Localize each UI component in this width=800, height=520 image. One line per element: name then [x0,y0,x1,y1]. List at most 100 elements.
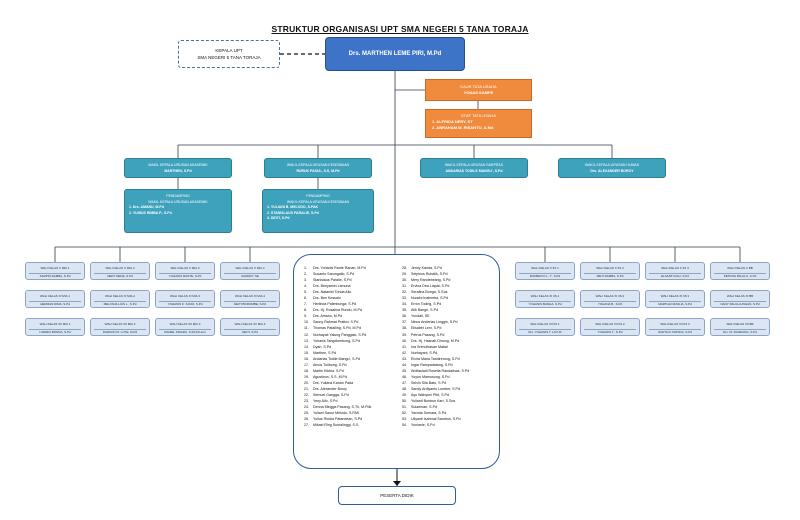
guru-name: Sandy Ardiyanto Lumber, S.Pd [411,386,460,391]
guru-name: Serafina Bunga, S.Sos [411,290,448,295]
staf-tu-member: 2. ABRAHAM M. RISANTO, A.Md [432,125,494,130]
guru-list-item: 25.Yuliani Sanur Melodo, S.PAK [304,410,371,416]
guru-name: Jenny Kanda, S.Pd [411,266,442,270]
guru-number: 21. [304,386,309,391]
tata-usaha-title: KAUR TATA USAHA [460,84,497,89]
guru-list-item: 37. Ninus Anderias Linggin, S.Pd [402,319,469,325]
guru-name: Drs. Ben Kessalo [313,296,341,301]
guru-number: 50. [402,399,407,404]
wali-kelas-name: SANTA R. PATADA, S.Pd [649,329,701,335]
guru-list-item: 41.Ina Srimulhasan Matari [402,344,469,350]
guru-name: Ervina Dira Liapat, S.Pd [411,284,450,289]
pendamping-member: 1. Drs. AMANU, M.Pd [129,205,164,209]
guru-name: Alik Bangri, S.Pd [411,308,438,313]
guru-name: Drs. Nataniel Tonda Allo [313,290,352,295]
wakasek-name: ANDARIAS TODILE MANGU', S.Pd [445,169,503,173]
guru-list-item: 13.Yohanis Tangdiombong, S.Pd [304,338,371,344]
guru-number: 29. [402,272,407,277]
kepala-upt-box: KEPALA UPT SMA NEGERI 5 TANA TORAJA [178,40,280,68]
guru-name: Denna Mingga Pasang, S.Th, M.Pdk [313,405,372,410]
guru-name: Yunianie, S.Pd [411,423,435,428]
wali-kelas-label: WALI KELAS XII IIS 2 [595,322,625,326]
guru-number: 41. [402,344,407,349]
wali-kelas-name: NERY DEDE, S.Pd [94,273,146,279]
wali-kelas-label: WALI KELAS X MIA 1 [40,266,70,270]
guru-number: 38. [402,326,407,331]
wali-kelas-name: YOHANIS BANGA, S.Pd [519,301,571,307]
staf-tu-member: 1. ALFRIDA NERY, ST [432,119,473,124]
guru-name: Uliyanti Isahmai Sandros, S.Pd [411,417,461,422]
guru-number: 19. [304,374,309,379]
wali-kelas-name: METI RAMBA, S.Pd [584,273,636,279]
guru-number: 28. [402,266,407,270]
pendamping-box: PENDAMPING WAKIL KEPALA URUSAN AKADEMIK … [124,189,232,233]
wali-kelas-name: DARSON M. LOTE, M.Pd [94,329,146,335]
guru-name: Thomas Patalling, S.Pd, M.Pd [313,326,361,331]
guru-number: 35. [402,308,407,313]
pendamping-title: PENDAMPING [166,194,190,198]
guru-list-item: 8.Drs. Hj. Rosalina Rundu, M.Pd [304,307,371,313]
wali-kelas-name: DEITI, S.Pd [224,329,276,335]
wali-kelas-label: WALI KELAS X IIS 3 [661,266,689,270]
wali-kelas-label: WALI KELAS XII BB [726,322,754,326]
guru-number: 53. [402,417,407,422]
guru-name: Drs. Alexander Boroy [313,386,347,391]
wali-kelas-name: Drs. M. RANDANG, S.Pd [714,329,766,335]
guru-number: 24. [304,405,309,410]
guru-list-item: 18.Martin Kibbia, S.Pd [304,368,371,374]
guru-number: 22. [304,392,309,397]
guru-name: Mikael Ring Sumalinggi, S.S [313,423,359,428]
guru-name: Ayu Wahyuni Ptkt, S.Pd [411,392,449,397]
guru-list-item: 4.Drs. Benyamin Lemuna [304,283,371,289]
wakasek-box: WAKIL KEPALA URUSAN HUMAS Drs. ALEXANDER… [558,158,666,178]
guru-number: 26. [304,417,309,422]
guru-list-item: 33.Nuraini Inalemba, S.Pd [402,295,469,301]
guru-number: 27. [304,423,309,428]
guru-list-item: 22. Semuel Gangga, S.Pd [304,392,371,398]
guru-name: Wolfasiadi Rosella Randalinas, S.Pd [411,368,470,373]
guru-number: 49. [402,392,407,397]
guru-list-item: 14.Dyan, S.Pd [304,344,371,350]
guru-number: 37. [402,320,407,325]
guru-list-item: 11. Thomas Patalling, S.Pd, M.Pd [304,325,371,331]
guru-number: 11. [304,326,309,331]
guru-list-item: 26.Yulius Rimba Patandean, S.Pd [304,416,371,422]
guru-name: Semuel Gangga, S.Pd [313,392,349,397]
wali-kelas-label: WALI KELAS X BB [727,266,753,270]
guru-name: Yuyun Mamusung, S.Pd [411,374,450,379]
guru-list-item: 21. Drs. Alexander Boroy [304,386,371,392]
guru-name: Ninus Anderias Linggin, S.Pd [411,320,458,325]
guru-list-item: 19.Agustinus, S.S, M.Pd [304,374,371,380]
guru-number: 44. [402,362,407,367]
guru-number: 39. [402,332,407,337]
guru-name: Herlinda Palimbunga, S.Pd [313,302,357,307]
guru-list-item: 43.Elvira Maria Tandirerung, S.Pd [402,356,469,362]
guru-number: 45. [402,368,407,373]
guru-name: Drs. Hj. Hasnah Dinong, M.Pd [411,338,460,343]
guru-number: 40. [402,338,407,343]
guru-list-item: 2.Susanto Sarongallo, S.Pd [304,271,371,277]
wali-kelas-name: YOHANIS T., S.Pd [584,329,636,335]
guru-list-item: 44.Ingar Rampadatang, S.Pd [402,362,469,368]
tata-usaha-box: KAUR TATA USAHA YONAS SAMPE [425,79,532,101]
guru-list-item: 39.Petrus Pasang, S.Pd [402,332,469,338]
guru-list-item: 38.Elisabet Leni, S.Pd [402,325,469,331]
pendamping-subtitle: WAKIL KEPALA URUSAN AKADEMIK [148,199,208,204]
guru-list-item: 30.Mery Randebeang, S.Pd [402,277,469,283]
guru-list-item: 31.Ervina Dira Liapat, S.Pd [402,283,469,289]
tata-usaha-name: YONAS SAMPE [463,90,494,95]
guru-list-item: 54.Yunianie, S.Pd [402,422,469,428]
guru-number: 43. [402,356,407,361]
guru-name: Sanny Rahmat Pratiwi, S.Pd [313,320,359,325]
wakasek-title: WAKIL KEPALA URUSAN HUMAS [584,163,640,167]
wali-kelas-name: DEITI BOROMBE, S.Pd [224,301,276,307]
guru-number: 16. [304,356,309,361]
guru-list-item: 40. Drs. Hj. Hasnah Dinong, M.Pd [402,338,469,344]
